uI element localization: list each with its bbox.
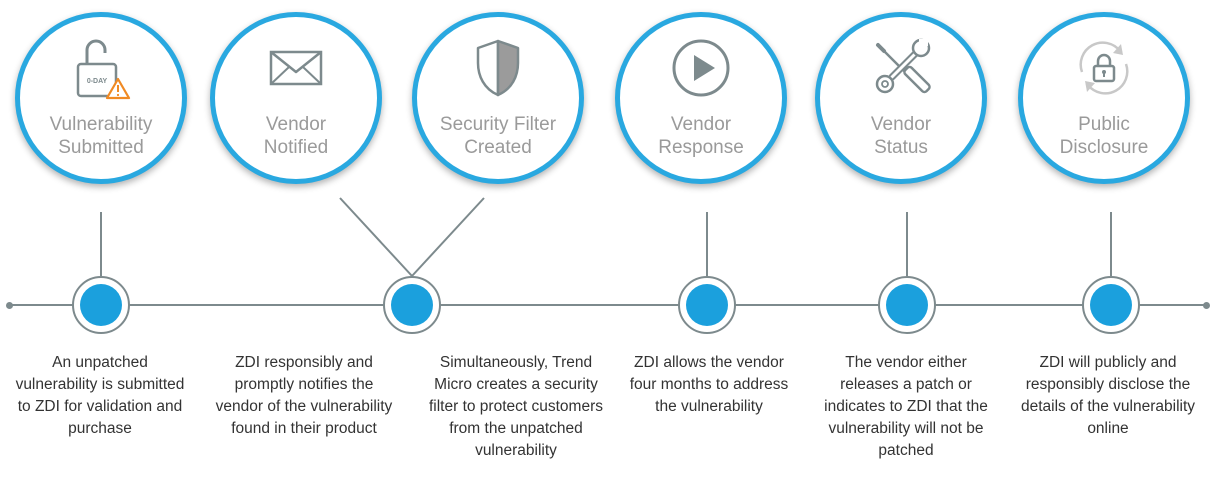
step-title: Vendor — [870, 114, 932, 135]
timeline-node-dot — [886, 284, 928, 326]
step-title: Vulnerability — [49, 114, 153, 135]
step-title: Vendor — [670, 114, 732, 135]
timeline-node-1 — [72, 276, 130, 334]
step-description: ZDI will publicly and responsibly disclo… — [1020, 354, 1196, 437]
step-vendor-status: Vendor Status — [815, 12, 987, 184]
zero-day-label: 0-DAY — [87, 78, 108, 85]
step-description: An unpatched vulnerability is submitted … — [15, 354, 185, 437]
lock-refresh-icon — [1079, 41, 1129, 95]
step-security-filter-created: Security Filter Created — [412, 12, 584, 184]
step-title: Vendor — [265, 114, 327, 135]
timeline-node-dot — [686, 284, 728, 326]
step-title: Created — [464, 137, 532, 158]
step-description: ZDI responsibly and promptly notifies th… — [215, 354, 393, 437]
envelope-icon — [269, 50, 323, 86]
step-description: Simultaneously, Trend Micro creates a se… — [428, 354, 603, 459]
step-vulnerability-submitted: 0-DAY Vulnerability Submitted — [15, 12, 187, 184]
timeline-start-dot — [6, 302, 13, 309]
step-title: Status — [874, 137, 928, 158]
step-title: Public — [1078, 114, 1130, 135]
timeline-end-dot — [1203, 302, 1210, 309]
step-title: Disclosure — [1059, 137, 1149, 158]
timeline-node-3 — [678, 276, 736, 334]
step-title: Submitted — [58, 137, 144, 158]
shield-icon — [476, 39, 520, 97]
step-description: The vendor either releases a patch or in… — [824, 354, 988, 459]
step-title: Notified — [263, 137, 329, 158]
timeline-node-dot — [391, 284, 433, 326]
step-vendor-notified: Vendor Notified — [210, 12, 382, 184]
timeline-node-dot — [1090, 284, 1132, 326]
play-button-icon — [672, 39, 730, 97]
step-description: ZDI allows the vendor four months to add… — [629, 354, 789, 415]
timeline-node-5 — [1082, 276, 1140, 334]
unlocked-padlock-zero-day-icon: 0-DAY — [76, 39, 131, 100]
timeline-node-dot — [80, 284, 122, 326]
step-title: Response — [658, 137, 744, 158]
connector-step-3 — [411, 197, 485, 277]
step-title: Security Filter — [439, 114, 557, 135]
timeline-node-2 — [383, 276, 441, 334]
connector-step-2 — [339, 197, 413, 277]
timeline-node-4 — [878, 276, 936, 334]
step-public-disclosure: Public Disclosure — [1018, 12, 1190, 184]
wrench-screwdriver-icon — [875, 38, 931, 94]
step-vendor-response: Vendor Response — [615, 12, 787, 184]
